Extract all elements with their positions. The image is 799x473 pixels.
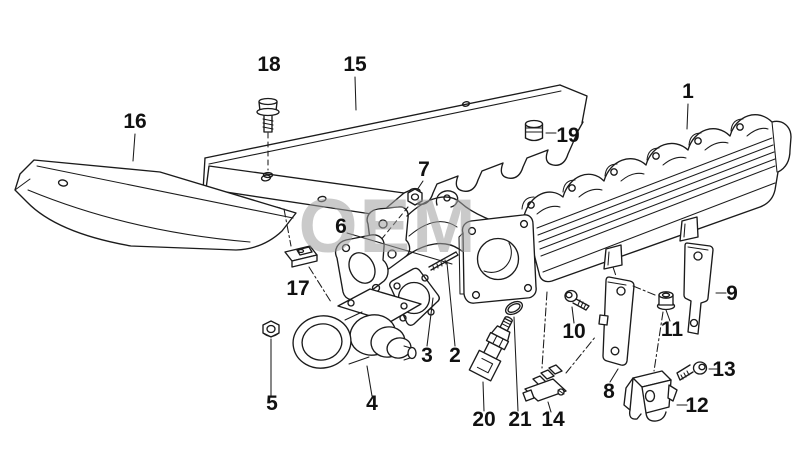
callout-1: 1 <box>682 80 694 103</box>
oem-watermark: OEM <box>298 184 477 269</box>
callout-19: 19 <box>556 124 579 147</box>
callout-4: 4 <box>366 392 378 415</box>
callout-3: 3 <box>421 344 433 367</box>
callout-15: 15 <box>343 53 367 76</box>
callout-2: 2 <box>449 344 461 367</box>
part-5-nut <box>262 320 280 338</box>
part-21-o-ring <box>504 300 524 316</box>
callout-20: 20 <box>472 408 495 431</box>
callout-14: 14 <box>541 408 565 431</box>
callout-21: 21 <box>508 408 532 431</box>
part-16-cover <box>14 159 297 251</box>
part-13-bolt <box>676 361 708 381</box>
callout-8: 8 <box>603 380 615 403</box>
callout-10: 10 <box>562 320 585 343</box>
callout-16: 16 <box>123 110 146 133</box>
callout-12: 12 <box>685 394 708 417</box>
part-20-temperature-sensor <box>468 316 513 382</box>
callout-18: 18 <box>257 53 281 76</box>
assembly-alignment-lines <box>262 132 664 374</box>
part-9-bracket <box>683 242 714 335</box>
callout-17: 17 <box>286 277 309 300</box>
callout-13: 13 <box>712 358 735 381</box>
part-8-bracket <box>598 276 635 366</box>
part-1-intake-manifold <box>458 114 792 304</box>
callout-5: 5 <box>266 392 278 415</box>
part-10-bolt <box>564 289 590 311</box>
part-12-bracket <box>623 370 678 422</box>
part-4-throttle-body <box>292 288 422 369</box>
part-2-stud <box>428 251 459 271</box>
callout-numbers: 1 2 3 4 5 6 7 8 9 10 11 12 13 14 15 16 1… <box>123 53 738 431</box>
part-11-nut <box>656 291 676 311</box>
part-3-gasket-oval <box>334 234 389 301</box>
runner-bosses <box>521 118 744 210</box>
part-17-clip <box>284 245 318 268</box>
callout-9: 9 <box>726 282 738 305</box>
part-14-clip <box>522 364 567 402</box>
leader-lines <box>132 76 727 413</box>
callout-6: 6 <box>335 215 347 238</box>
part-18-bolt <box>256 97 280 133</box>
callout-11: 11 <box>661 318 684 341</box>
part-19-grommet <box>524 119 544 142</box>
callout-7: 7 <box>418 158 430 181</box>
